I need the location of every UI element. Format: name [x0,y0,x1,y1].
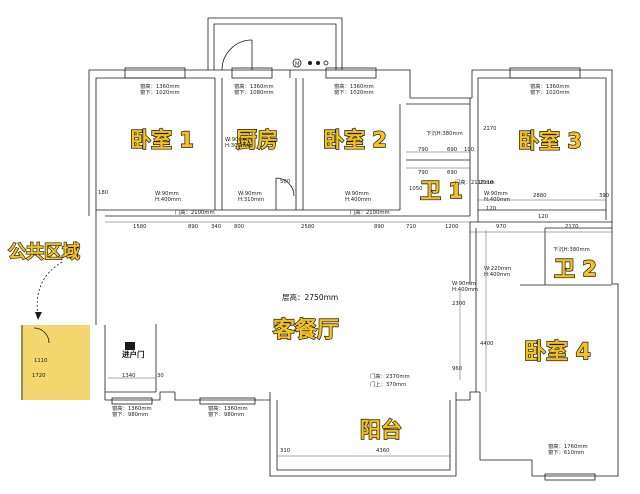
dim: 30 [157,373,164,379]
note: 窗高：1760mm [548,442,588,450]
note: 门高：2100mm [350,208,390,216]
note: H:300mm [225,143,251,149]
note: 窗下：1020mm [530,88,570,96]
dim: 1050 [409,186,423,192]
note: 窗高：1360mm [234,82,274,90]
room-balcony: 阳台 [360,418,402,442]
doors [33,39,295,344]
outer-walls [88,17,619,477]
dim: 790 [418,147,429,153]
note: 窗下：1080mm [234,88,274,96]
note: 门高：2100mm [175,208,215,216]
dot-icon-3 [323,60,329,66]
entrance-label: 进户门 [122,349,145,359]
note: W:90mm [484,191,508,197]
room-bedroom2: 卧室 2 [323,128,387,152]
dim: 1200 [445,224,459,230]
dim: 2580 [301,224,315,230]
note: H:400mm [452,287,478,293]
dim: 960 [452,366,463,372]
note: 窗下：610mm [548,448,584,456]
dim: 1110 [34,358,48,364]
room-kitchen: 厨房 [236,128,278,152]
dim: 710 [406,224,417,230]
note: 门高：2370mm [370,372,410,380]
dim: 970 [496,224,507,230]
note: 窗高：1360mm [112,404,152,412]
note: 窗高：1360mm [530,82,570,90]
dim: 4400 [480,341,494,347]
dim: 2300 [452,301,466,307]
dot-icon [308,61,312,65]
dim: 2170 [565,224,579,230]
note: W:90mm [225,137,249,143]
note: 窗高：1360mm [208,404,248,412]
room-bedroom4: 卧室 4 [524,339,591,365]
note: W:90mm [452,281,476,287]
note: 门高：2110mm [455,178,495,186]
sink-label-2: 下沉H:380mm [553,245,590,253]
dim: 690 [447,147,458,153]
dim: 120 [486,206,497,212]
room-living: 客餐厅 [273,317,339,343]
note: 窗下：980mm [208,410,244,418]
dim: 500 [280,179,291,185]
dimension-lines [105,151,612,457]
meter-icon [292,58,302,68]
dim: 2110 [480,180,494,186]
dim: 690 [447,170,458,176]
dim: 890 [374,224,385,230]
dim: 340 [211,224,222,230]
public-area-label: 公共区域 [8,241,80,263]
room-bathroom1: 卫 1 [420,179,463,203]
note: 门上：370mm [370,380,406,388]
public-area-highlight [21,325,90,400]
note: 窗下：980mm [112,410,148,418]
note: H:400mm [484,272,510,278]
dim: 390 [599,193,610,199]
dim: 310 [280,448,291,454]
dim: 790 [418,170,429,176]
dim: 2170 [483,126,497,132]
note: 窗高：1360mm [334,82,374,90]
dim: 1720 [32,373,46,379]
note: H:400mm [345,197,371,203]
arrow-head [35,312,42,320]
note: H:400mm [155,197,181,203]
dim: 1340 [122,373,136,379]
note: 窗高：1360mm [140,82,180,90]
dim: 1580 [133,224,147,230]
public-area-arrow [36,261,63,316]
sink-label-1: 下沉H:380mm [426,129,463,137]
dim: 2880 [533,193,547,199]
note: W:90mm [345,191,369,197]
dot-icon-2 [316,61,320,65]
dim: 4360 [376,448,390,454]
meter-label: M [295,62,300,68]
note: 窗下：1020mm [140,88,180,96]
note: H:310mm [238,197,264,203]
interior-walls [96,78,612,393]
note: 窗下：1020mm [334,88,374,96]
room-bedroom3: 卧室 3 [518,129,582,153]
dim: 800 [234,224,245,230]
entrance-icon [125,342,135,350]
dim: 100 [464,147,475,153]
note: W:220mm [484,266,511,272]
room-bedroom1: 卧室 1 [130,128,194,152]
dim: 180 [98,190,109,196]
dim: 890 [188,224,199,230]
note: W:90mm [155,191,179,197]
windows [21,67,596,481]
note: W:90mm [238,191,262,197]
ceiling-height: 层高：2750mm [282,292,338,302]
dim: 120 [538,214,549,220]
room-bathroom2: 卫 2 [554,257,597,281]
